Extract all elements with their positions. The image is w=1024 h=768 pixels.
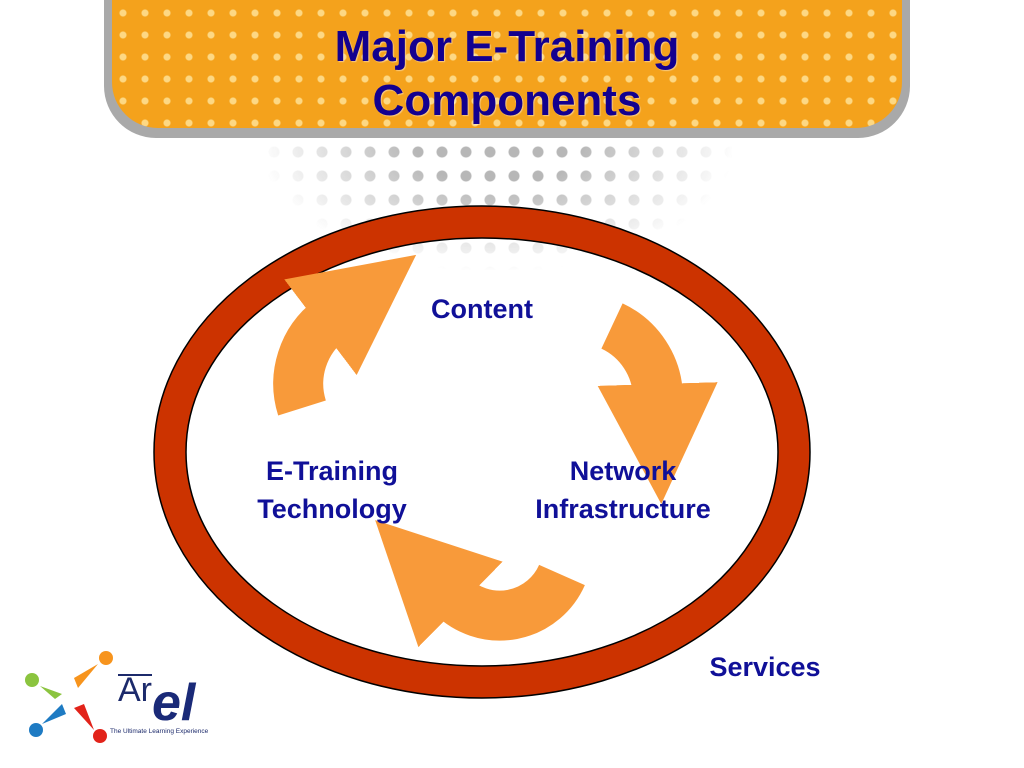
node-technology-label: E-Training Technology: [222, 452, 442, 528]
cycle-arrow-technology-to-content: [273, 254, 417, 416]
logo-dot-green: [25, 673, 39, 687]
slide-title: Major E-Training Components: [112, 20, 902, 128]
logo-text-ar: Ar: [118, 671, 152, 709]
cycle-arrow-content-to-network: [597, 303, 718, 504]
logo-arrow-red: [74, 704, 94, 730]
logo-dot-orange: [99, 651, 113, 665]
logo-tagline: The Ultimate Learning Experience: [110, 728, 209, 735]
logo-arrow-orange: [74, 664, 98, 688]
slide-title-line-1: Major E-Training: [334, 22, 680, 71]
node-network-label: Network Infrastructure: [508, 452, 738, 528]
services-ring-outer-edge: [153, 205, 811, 699]
logo-dot-blue: [29, 723, 43, 737]
node-content-label: Content: [431, 294, 533, 324]
slide-title-line-2: Components: [372, 76, 642, 125]
services-label: Services: [709, 652, 821, 682]
arel-logo-mark: [25, 651, 152, 743]
logo-dot-red: [93, 729, 107, 743]
logo-ar-underline: [118, 674, 152, 676]
title-banner: [112, 0, 902, 128]
node-network-line-2: Infrastructure: [535, 494, 711, 524]
node-technology-line-2: Technology: [257, 494, 407, 524]
cycle-arrow-network-to-technology: [375, 520, 585, 648]
logo-arrow-blue: [42, 704, 66, 724]
services-ring-inner-edge: [185, 237, 779, 667]
logo-text-el: el: [152, 674, 196, 732]
services-ring: [154, 206, 810, 698]
logo-arrow-green: [40, 686, 62, 699]
node-network-line-1: Network: [569, 456, 677, 486]
node-technology-line-1: E-Training: [265, 456, 398, 486]
